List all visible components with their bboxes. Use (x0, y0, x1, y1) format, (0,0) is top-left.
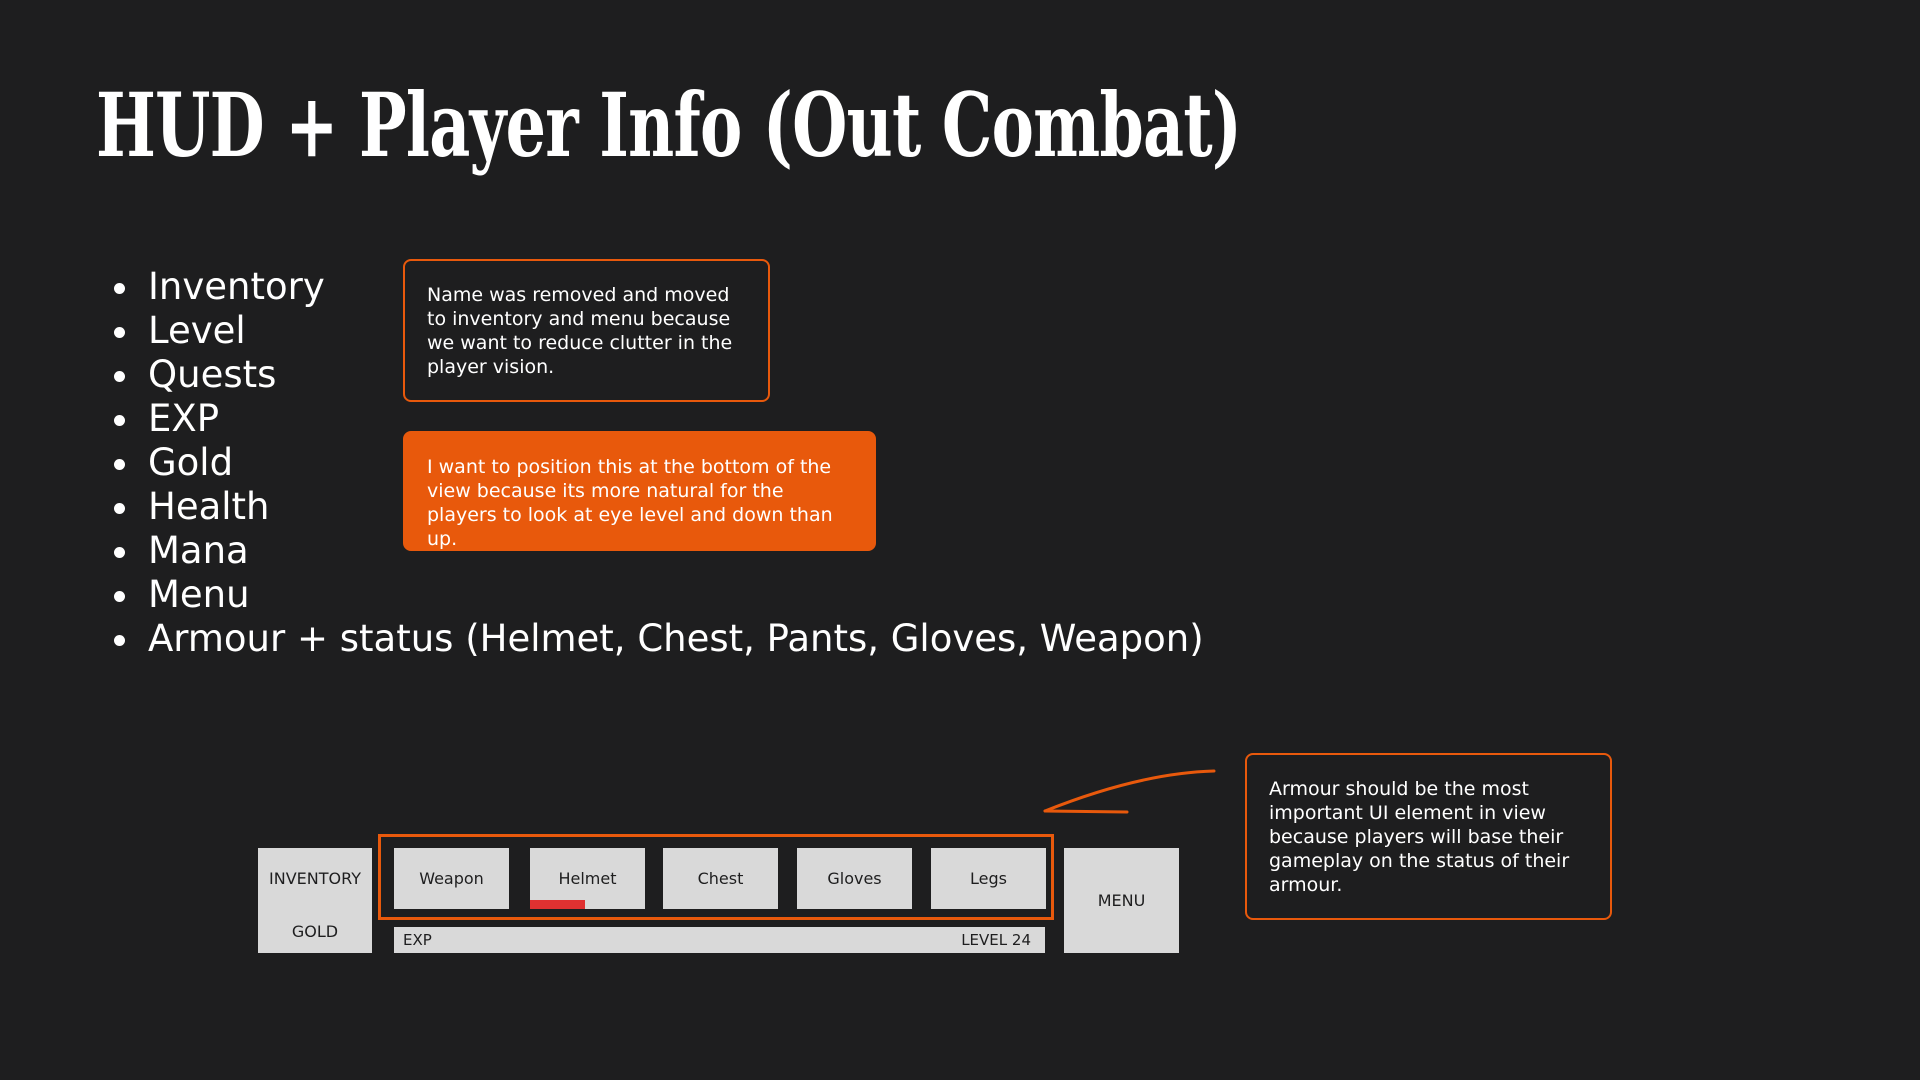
note-name-removed: Name was removed and moved to inventory … (403, 259, 770, 402)
inventory-label: INVENTORY (269, 869, 361, 888)
gold-label: GOLD (291, 922, 339, 941)
list-item: Inventory (110, 265, 1204, 309)
list-item: EXP (110, 397, 1204, 441)
list-item: Mana (110, 529, 1204, 573)
list-item: Menu (110, 573, 1204, 617)
page-title: HUD + Player Info (Out Combat) (96, 73, 1242, 177)
slot-label: Gloves (827, 869, 882, 888)
note-armour-importance: Armour should be the most important UI e… (1245, 753, 1612, 920)
armour-slot-weapon[interactable]: Weapon (394, 848, 509, 909)
level-label: LEVEL 24 (961, 931, 1031, 949)
list-item: Level (110, 309, 1204, 353)
slot-label: Helmet (558, 869, 617, 888)
armour-slot-gloves[interactable]: Gloves (797, 848, 912, 909)
list-item: Quests (110, 353, 1204, 397)
exp-label: EXP (403, 931, 432, 949)
slot-label: Weapon (419, 869, 484, 888)
armour-slot-legs[interactable]: Legs (931, 848, 1046, 909)
armour-highlight-frame (378, 834, 1054, 920)
list-item: Health (110, 485, 1204, 529)
exp-bar: EXP LEVEL 24 (394, 927, 1045, 953)
slot-label: Chest (697, 869, 744, 888)
armour-slot-helmet[interactable]: Helmet (530, 848, 645, 909)
menu-button[interactable]: MENU (1064, 848, 1179, 953)
durability-bar (530, 900, 586, 909)
note-position-bottom: I want to position this at the bottom of… (403, 431, 876, 551)
slot-label: Legs (970, 869, 1007, 888)
list-item: Armour + status (Helmet, Chest, Pants, G… (110, 617, 1204, 661)
inventory-button[interactable]: INVENTORY GOLD (258, 848, 372, 953)
feature-list: Inventory Level Quests EXP Gold Health M… (110, 265, 1204, 661)
list-item: Gold (110, 441, 1204, 485)
menu-label: MENU (1097, 891, 1146, 910)
armour-slot-chest[interactable]: Chest (663, 848, 778, 909)
curved-arrow-icon (1043, 769, 1216, 814)
